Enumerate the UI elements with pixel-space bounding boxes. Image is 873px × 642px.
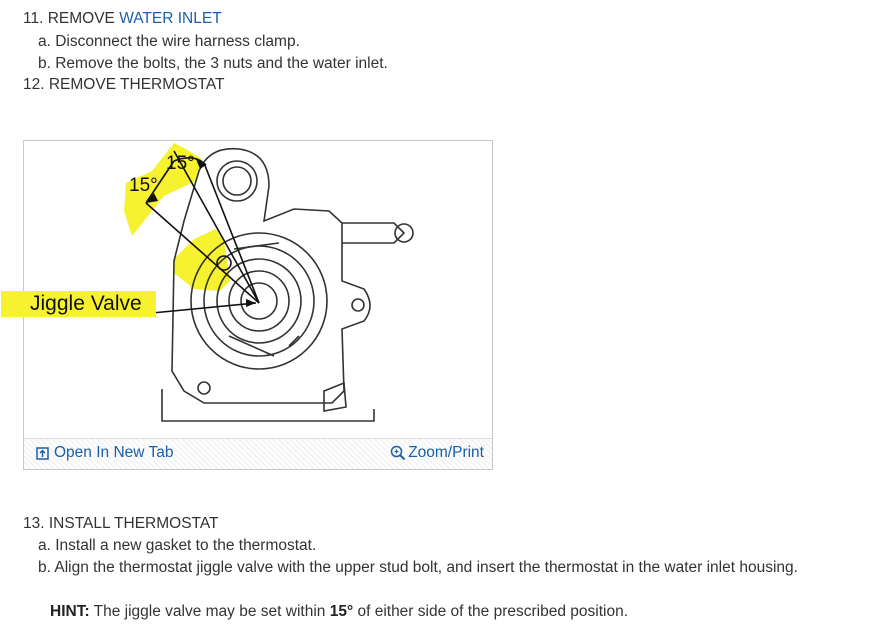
hint: HINT: The jiggle valve may be set within… bbox=[50, 602, 628, 622]
hint-text-after: of either side of the prescribed positio… bbox=[353, 603, 629, 620]
step-13-a: a. Install a new gasket to the thermosta… bbox=[38, 537, 317, 554]
housing-outline bbox=[161, 147, 414, 422]
step-13-b: b. Align the thermostat jiggle valve wit… bbox=[38, 559, 798, 576]
hint-value: 15° bbox=[329, 603, 354, 620]
step-12: 12. REMOVE THERMOSTAT bbox=[23, 76, 225, 93]
open-in-new-tab-link[interactable]: Open In New Tab bbox=[36, 444, 173, 462]
open-new-tab-icon bbox=[36, 446, 49, 460]
hint-label: HINT: bbox=[50, 603, 90, 620]
jiggle-highlight bbox=[1, 291, 156, 317]
hint-text-before: The jiggle valve may be set within bbox=[89, 603, 330, 620]
step-11-a: a. Disconnect the wire harness clamp. bbox=[38, 33, 300, 50]
thermostat-figure: 15° 15° Jiggle Valve Open In New Tab Zoo… bbox=[1, 140, 493, 470]
step-11-b: b. Remove the bolts, the 3 nuts and the … bbox=[38, 55, 388, 72]
step-11: 11. REMOVE WATER INLET bbox=[23, 9, 222, 29]
angle-lines bbox=[145, 150, 260, 314]
zoom-print-link[interactable]: Zoom/Print bbox=[390, 444, 484, 462]
angle-label-2: 15° bbox=[129, 175, 158, 196]
water-inlet-link[interactable]: WATER INLET bbox=[119, 10, 222, 27]
open-in-new-tab-label: Open In New Tab bbox=[54, 444, 174, 461]
arrowheads bbox=[146, 159, 256, 307]
thermostat-diagram: 15° 15° bbox=[124, 143, 414, 422]
angle-label-1: 15° bbox=[166, 153, 195, 174]
step-13: 13. INSTALL THERMOSTAT bbox=[23, 515, 219, 532]
zoom-magnifier-icon bbox=[390, 445, 406, 461]
step-11-prefix: 11. REMOVE bbox=[23, 10, 120, 27]
zoom-print-label: Zoom/Print bbox=[408, 444, 484, 461]
figure-toolbar: Open In New Tab Zoom/Print bbox=[24, 438, 492, 469]
jiggle-valve-label: Jiggle Valve bbox=[30, 292, 142, 315]
